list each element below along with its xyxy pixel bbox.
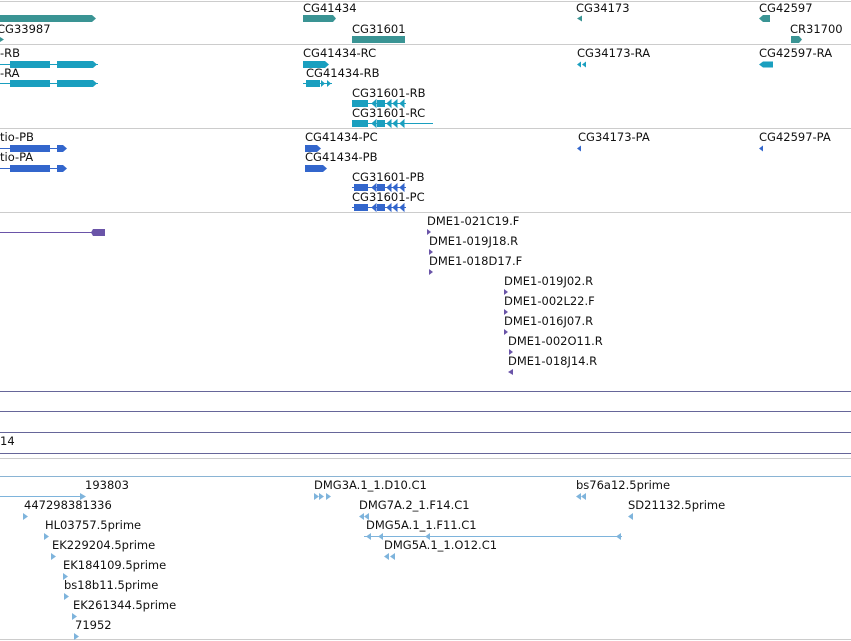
est-label-dmg3a-d10[interactable]: DMG3A.1_1.D10.C1 — [314, 478, 427, 492]
est-glyph-bs76a12[interactable] — [576, 493, 581, 500]
transcript-label-cg42597-ra[interactable]: CG42597-RA — [759, 46, 833, 60]
misc-track-label[interactable]: 14 — [0, 434, 15, 448]
est-label-ek229204[interactable]: EK229204.5prime — [52, 538, 156, 552]
est-glyph-ek184109[interactable] — [63, 573, 68, 580]
clone-glyph-dme1-018d17f[interactable] — [429, 269, 433, 275]
est-label-bs76a12[interactable]: bs76a12.5prime — [576, 478, 671, 492]
gene-label-cg41434[interactable]: CG41434 — [303, 1, 357, 15]
est-label-71952[interactable]: 71952 — [75, 618, 112, 632]
transcript-label-cg31601-rb[interactable]: CG31601-RB — [352, 86, 426, 100]
transcript-track-glyphs — [0, 61, 773, 129]
est-glyph-ek229204[interactable] — [51, 553, 56, 560]
gene-glyph-cg33987-end[interactable] — [0, 37, 4, 42]
est-label-ek184109[interactable]: EK184109.5prime — [63, 558, 167, 572]
gene-label-cg34173[interactable]: CG34173 — [576, 1, 630, 15]
est-label-ek261344[interactable]: EK261344.5prime — [73, 598, 177, 612]
transcript-glyph-cg31601-rc[interactable] — [352, 120, 368, 127]
est-glyph-bs18b11[interactable] — [64, 593, 69, 600]
gene-glyph-cg31601[interactable] — [352, 36, 405, 43]
clone-label-dme1-019j18r[interactable]: DME1-019J18.R — [429, 234, 519, 248]
protein-glyph-cg42597-pa[interactable] — [759, 145, 763, 152]
protein-glyph-cg31601-pc[interactable] — [354, 204, 368, 211]
gene-label-cg31601[interactable]: CG31601 — [352, 22, 406, 36]
transcript-glyph-cg42597-ra[interactable] — [759, 61, 763, 68]
transcript-label-cg34173-ra[interactable]: CG34173-RA — [577, 46, 651, 60]
transcript-label-cg31601-rc[interactable]: CG31601-RC — [352, 106, 426, 120]
transcript-label-ra[interactable]: -RA — [0, 66, 20, 80]
transcript-glyph-cg41434-rb[interactable] — [306, 80, 320, 87]
est-glyph-ek261344[interactable] — [72, 613, 77, 620]
est-glyph-dmg7a-f14[interactable] — [359, 513, 364, 520]
protein-label-cg31601-pb[interactable]: CG31601-PB — [352, 170, 425, 184]
est-label-hl03757[interactable]: HL03757.5prime — [45, 518, 142, 532]
protein-label-tio-pa[interactable]: tio-PA — [0, 150, 34, 164]
transcript-label-cg41434-rb[interactable]: CG41434-RB — [306, 66, 380, 80]
transcript-glyph-cg41434-rc[interactable] — [303, 61, 325, 68]
est-glyph-447298381336[interactable] — [23, 513, 28, 520]
est-glyph-hl03757[interactable] — [44, 533, 49, 540]
clone-glyph-dme1-016j07r[interactable] — [504, 329, 508, 335]
clone-glyph-dme1-018j14r[interactable] — [508, 369, 513, 375]
clone-glyph-dme1-019j02r[interactable] — [504, 289, 508, 295]
protein-label-cg41434-pb[interactable]: CG41434-PB — [305, 150, 378, 164]
clone-label-dme1-018j14r[interactable]: DME1-018J14.R — [508, 354, 598, 368]
transcript-glyph-cg34173-ra[interactable] — [577, 61, 581, 68]
est-label-193803[interactable]: 193803 — [85, 478, 129, 492]
gene-glyph-cr31700[interactable] — [791, 36, 802, 43]
transcript-label-rb[interactable]: -RB — [0, 46, 21, 60]
clone-glyph-long[interactable] — [91, 229, 105, 236]
est-glyph-71952[interactable] — [74, 633, 79, 640]
clone-glyph-dme1-002l22f[interactable] — [504, 309, 508, 315]
clone-glyph-dme1-019j18r[interactable] — [429, 249, 433, 255]
gene-label-cg33987[interactable]: CG33987 — [0, 22, 51, 36]
gene-glyph-cg42597[interactable] — [759, 15, 770, 22]
clone-label-dme1-016j07r[interactable]: DME1-016J07.R — [504, 314, 594, 328]
gene-glyph-cg41434[interactable] — [303, 15, 336, 22]
protein-label-cg41434-pc[interactable]: CG41434-PC — [305, 130, 378, 144]
clone-label-dme1-002l22f[interactable]: DME1-002L22.F — [504, 294, 595, 308]
protein-glyph-cg41434-pb[interactable] — [305, 165, 323, 172]
est-label-dmg5a-f11[interactable]: DMG5A.1_1.F11.C1 — [366, 518, 477, 532]
clone-label-dme1-018d17f[interactable]: DME1-018D17.F — [429, 254, 523, 268]
protein-glyph-tio-pb[interactable] — [10, 145, 50, 152]
clone-label-dme1-019j02r[interactable]: DME1-019J02.R — [504, 274, 594, 288]
protein-label-cg42597-pa[interactable]: CG42597-PA — [759, 130, 831, 144]
est-label-sd21132[interactable]: SD21132.5prime — [628, 498, 726, 512]
est-glyph-dmg5a-f11[interactable] — [366, 533, 371, 540]
protein-glyph-cg34173-pa[interactable] — [577, 145, 581, 152]
protein-glyph-cg31601-pb[interactable] — [354, 184, 368, 191]
est-label-dmg5a-o12[interactable]: DMG5A.1_1.O12.C1 — [384, 538, 498, 552]
gene-track-glyphs — [0, 15, 802, 43]
est-track-glyphs — [0, 493, 633, 640]
est-label-dmg7a-f14[interactable]: DMG7A.2_1.F14.C1 — [359, 498, 470, 512]
gene-label-cr31700[interactable]: CR31700 — [790, 22, 843, 36]
protein-label-tio-pb[interactable]: tio-PB — [0, 130, 34, 144]
transcript-glyph-cg31601-rb[interactable] — [352, 100, 368, 107]
protein-track-glyphs — [0, 145, 763, 213]
est-glyph-dmg5a-o12[interactable] — [384, 553, 389, 560]
est-label-bs18b11[interactable]: bs18b11.5prime — [64, 578, 159, 592]
clone-label-dme1-002o11r[interactable]: DME1-002O11.R — [508, 334, 603, 348]
clone-glyph-dme1-002o11r[interactable] — [509, 349, 513, 355]
est-glyph-193803[interactable] — [80, 493, 86, 500]
clone-glyph-dme1-021c19f[interactable] — [427, 229, 431, 235]
gene-glyph-cg33987[interactable] — [0, 15, 96, 22]
protein-glyph-cg41434-pc[interactable] — [305, 145, 317, 152]
protein-label-cg34173-pa[interactable]: CG34173-PA — [578, 130, 650, 144]
clone-track-glyphs — [0, 229, 513, 375]
est-label-447298381336[interactable]: 447298381336 — [24, 498, 112, 512]
protein-glyph-tio-pa[interactable] — [10, 165, 50, 172]
transcript-label-cg41434-rc[interactable]: CG41434-RC — [303, 46, 377, 60]
gene-label-cg42597[interactable]: CG42597 — [759, 1, 813, 15]
est-glyph-sd21132[interactable] — [628, 513, 633, 520]
est-glyph-dmg3a-d10[interactable] — [314, 493, 319, 500]
clone-label-dme1-021c19f[interactable]: DME1-021C19.F — [427, 214, 520, 228]
gene-glyph-cg34173[interactable] — [577, 15, 582, 22]
protein-label-cg31601-pc[interactable]: CG31601-PC — [352, 190, 425, 204]
